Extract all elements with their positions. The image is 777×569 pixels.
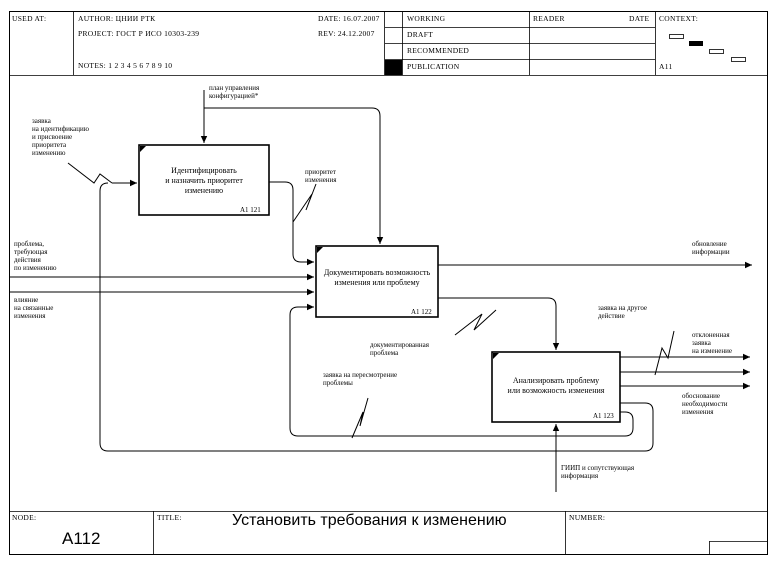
publication-marker: [385, 60, 402, 75]
used-at-label: USED AT:: [12, 14, 47, 23]
arrow-request-squiggle: [67, 162, 113, 184]
context-node: A11: [659, 62, 673, 71]
arrow-feedback-to-box2: [289, 303, 634, 437]
date-field: DATE: 16.07.2007: [318, 14, 380, 23]
notes-field: NOTES: 1 2 3 4 5 6 7 8 9 10: [78, 61, 173, 70]
label-rejected: отклоненная заявка на изменение: [692, 331, 733, 355]
sheet-frame: [9, 11, 768, 555]
arrow-feedback-outer: [99, 182, 654, 452]
reader-date-label: DATE: [629, 14, 650, 23]
label-input-request: заявка на идентификацию и присвоение при…: [32, 117, 89, 157]
label-problem: проблема, требующая действия по изменени…: [14, 240, 57, 272]
title-label: TITLE:: [157, 513, 182, 522]
label-control-plan: план управления конфигурацией*: [209, 84, 260, 100]
box2-title: Документировать возможность изменения ил…: [323, 268, 431, 287]
project-field: PROJECT: ГОСТ Р ИСО 10303-239: [78, 29, 200, 38]
priority-squiggle: [292, 183, 317, 223]
label-priority: приоритет изменения: [305, 168, 337, 184]
diagram-title: Установить требования к изменению: [232, 512, 507, 529]
label-update-info: обновление информации: [692, 240, 730, 256]
activity-box-a1121: [138, 144, 270, 216]
arrow-plan-to-box2: [204, 107, 384, 244]
box1-title: Идентифицировать и назначить приоритет и…: [165, 166, 243, 195]
status-publication: PUBLICATION: [407, 62, 460, 71]
activity-box-a1123: [491, 351, 621, 423]
label-documented: документированная проблема: [370, 341, 429, 357]
node-label: NODE:: [12, 513, 37, 522]
context-thumbnail: [669, 34, 746, 62]
header-grid: [9, 11, 768, 76]
number-label: NUMBER:: [569, 513, 606, 522]
reader-label: READER: [533, 14, 565, 23]
label-reconsider: заявка на пересмотрение проблемы: [323, 371, 398, 387]
box3-title: Анализировать проблему или возможность и…: [507, 376, 605, 395]
activity-box-a1122: [315, 245, 439, 318]
documented-squiggle: [454, 309, 497, 336]
context-label: CONTEXT:: [659, 14, 699, 23]
rev-field: REV: 24.12.2007: [318, 29, 375, 38]
label-other-action: заявка на другое действие: [598, 304, 648, 320]
arrow-box1-to-box2: [269, 181, 314, 266]
node-value: A112: [62, 529, 101, 548]
box1-number: A1 121: [240, 206, 261, 214]
footer-grid: [9, 511, 768, 555]
label-mechanism: ГИИП и сопутствующая информация: [561, 464, 635, 480]
author-field: AUTHOR: ЦНИИ РТК: [78, 14, 156, 23]
label-justification: обоснование необходимости изменения: [682, 392, 728, 416]
status-recommended: RECOMMENDED: [407, 46, 470, 55]
box2-number: A1 122: [411, 308, 432, 316]
reconsider-squiggle: [351, 397, 369, 439]
label-influence: влияние на связанные изменения: [14, 296, 54, 320]
status-draft: DRAFT: [407, 30, 434, 39]
other-action-squiggle: [654, 330, 675, 376]
status-working: WORKING: [407, 14, 446, 23]
arrow-box2-to-box3: [438, 297, 560, 350]
box3-number: A1 123: [593, 412, 614, 420]
